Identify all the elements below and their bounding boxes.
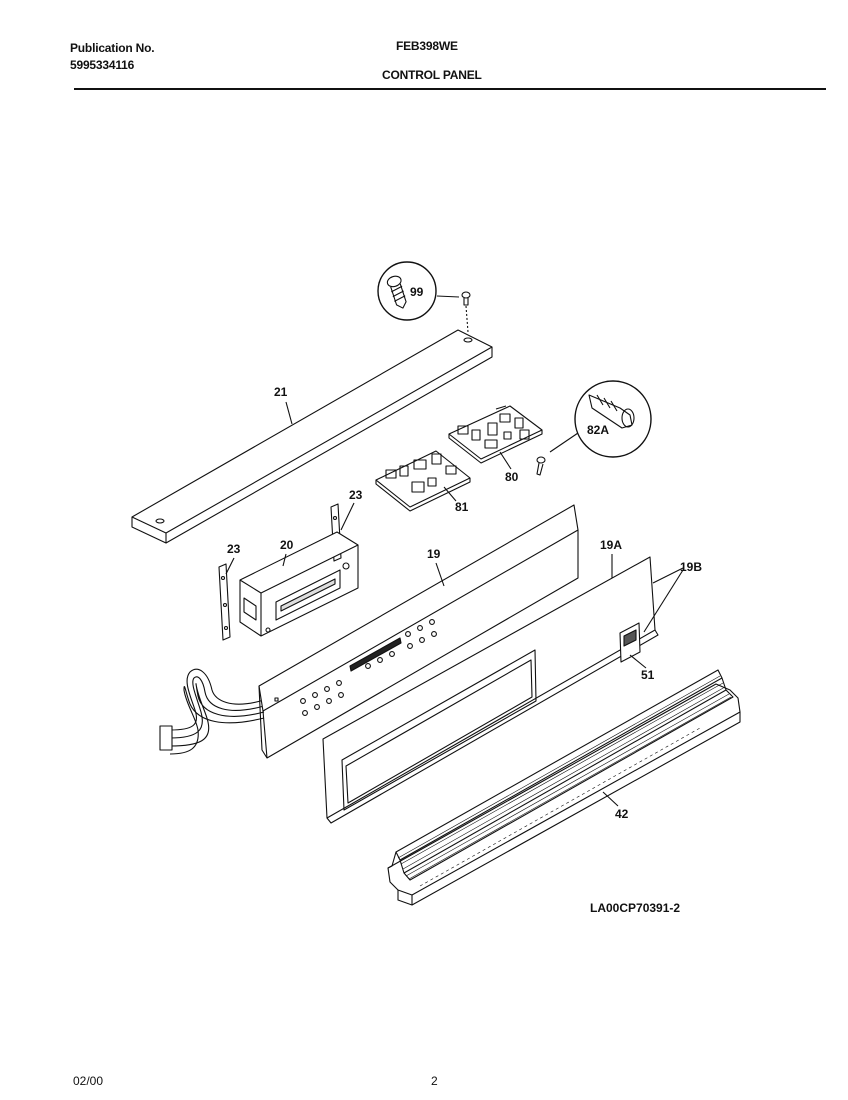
callout-21: 21 <box>274 385 288 399</box>
callout-51: 51 <box>641 668 655 682</box>
control-board-81 <box>375 450 471 512</box>
ribbon-cable <box>159 668 265 755</box>
model-number: FEB398WE <box>396 39 458 53</box>
callout-19a: 19A <box>600 538 622 552</box>
header-rule <box>74 88 826 90</box>
drawing-code: LA00CP70391-2 <box>590 901 681 915</box>
callout-23-right: 23 <box>349 488 363 502</box>
callout-99: 99 <box>410 285 424 299</box>
footer-date: 02/00 <box>73 1074 104 1088</box>
vent-trim-42 <box>387 669 741 906</box>
publication-label: Publication No. <box>70 41 155 55</box>
screw-detail-99: 99 <box>377 261 460 321</box>
publication-number: 5995334116 <box>70 58 135 72</box>
callout-42: 42 <box>615 807 629 821</box>
control-panel-19 <box>258 504 579 759</box>
callout-82a: 82A <box>587 423 609 437</box>
callout-20: 20 <box>280 538 294 552</box>
callout-19: 19 <box>427 547 441 561</box>
clip-82a <box>536 456 546 476</box>
clip-detail-82a: 82A <box>549 380 652 458</box>
screw-99 <box>461 291 471 333</box>
panel-backing-19a <box>322 556 659 824</box>
callout-81: 81 <box>455 500 469 514</box>
callout-23-left: 23 <box>227 542 241 556</box>
callout-19b: 19B <box>680 560 702 574</box>
clock-module-20 <box>239 531 359 637</box>
footer-page-number: 2 <box>431 1074 438 1088</box>
relay-board-80 <box>448 405 543 464</box>
bracket-23-left <box>218 563 231 641</box>
callout-80: 80 <box>505 470 519 484</box>
section-title: CONTROL PANEL <box>382 68 482 82</box>
trim-bar-21 <box>131 329 493 544</box>
label-51 <box>619 622 641 663</box>
